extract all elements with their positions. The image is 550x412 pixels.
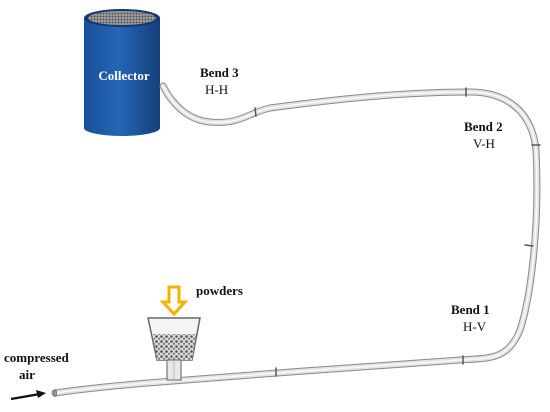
air-inlet-arrow — [10, 390, 46, 401]
collector-label: Collector — [98, 68, 149, 83]
pipe-joint — [524, 244, 534, 247]
feed-arrow — [159, 285, 189, 317]
bend1-type: H-V — [463, 319, 487, 334]
pipeline — [51, 82, 541, 397]
bend1-name: Bend 1 — [451, 302, 490, 317]
bend2-name: Bend 2 — [464, 119, 503, 134]
powder-feeder — [147, 317, 201, 381]
bend3-name: Bend 3 — [200, 65, 239, 80]
bend2-type: V-H — [473, 136, 495, 151]
compressed-air-label-line1: compressed — [4, 350, 70, 365]
compressed-air-label-line2: air — [19, 367, 35, 382]
collector-mesh-top — [88, 11, 156, 25]
pipe-joint — [254, 107, 257, 117]
bend3-type: H-H — [205, 82, 228, 97]
collector: Collector — [84, 9, 160, 136]
powders-label: powders — [196, 283, 243, 298]
